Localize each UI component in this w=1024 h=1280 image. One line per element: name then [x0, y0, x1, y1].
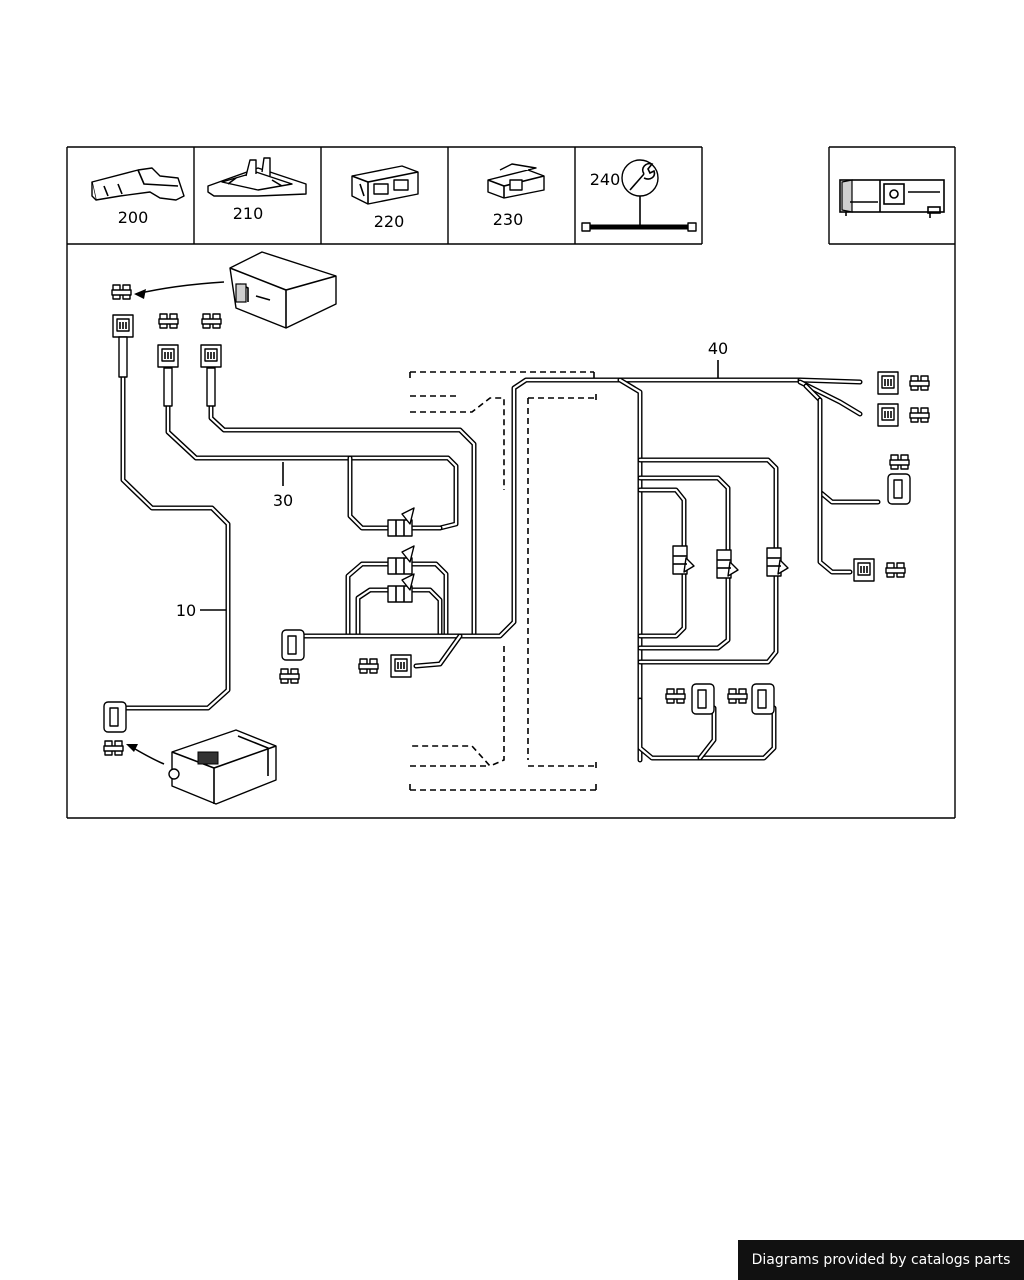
mating-connector-i: [665, 688, 686, 704]
part-200: 200: [91, 167, 185, 227]
inline-connector-30c: [387, 573, 415, 603]
connector-elbow-j: [751, 683, 775, 715]
inline-connector-40a: [672, 545, 695, 575]
wire-sleeve-b: [163, 367, 173, 407]
connector-elbow-30: [281, 629, 305, 661]
wrench-icon: [621, 159, 659, 197]
callout-40: 40: [708, 339, 728, 358]
callout-10: 10: [176, 601, 196, 620]
mounting-frame-icon: [207, 157, 307, 197]
harness-30: [165, 369, 803, 669]
connector-elbow-i: [691, 683, 715, 715]
inline-connector-30b: [387, 545, 415, 575]
parts-header: [67, 146, 955, 245]
callout-30: 30: [273, 491, 293, 510]
wire-sleeve-c: [206, 367, 216, 407]
mating-connector-30: [279, 668, 300, 684]
main-frame: [66, 147, 956, 819]
mating-connector-g: [889, 454, 910, 470]
arrow-head-top: [134, 289, 146, 299]
connector-plug-c: [200, 344, 222, 368]
part-number-230: 230: [493, 210, 524, 229]
inline-connector-30a: [387, 507, 415, 537]
inline-connector-40b: [716, 549, 739, 579]
connector-plug-b: [157, 344, 179, 368]
mating-connector-b: [158, 313, 179, 329]
control-unit: [229, 251, 337, 329]
arrow-head-bottom: [126, 744, 138, 752]
mating-connector-e: [909, 375, 930, 391]
bracket-cover-icon: [91, 167, 185, 201]
mating-connector-10: [103, 740, 124, 756]
harness-10: [117, 337, 231, 719]
mating-connector-j: [727, 688, 748, 704]
part-number-200: 200: [118, 208, 149, 227]
credit-banner: Diagrams provided by catalogs parts: [738, 1240, 1024, 1280]
part-number-240: 240: [590, 170, 621, 189]
mating-connector-c: [201, 313, 222, 329]
mating-connector-d: [358, 658, 379, 674]
connector-housing-icon: [351, 165, 419, 205]
connector-plug-d: [390, 654, 412, 678]
inline-connector-40c: [766, 547, 789, 577]
connector-elbow-10: [103, 701, 127, 733]
alternative-routing-dashed: [409, 371, 597, 792]
connector-plug-h: [853, 558, 875, 582]
switch-module: [168, 729, 277, 805]
mating-connector-a: [111, 284, 132, 300]
part-210: 210: [207, 157, 307, 223]
connector-plug-f: [877, 403, 899, 427]
part-number-210: 210: [233, 204, 264, 223]
part-240: 240: [581, 159, 697, 232]
part-230: 230: [487, 163, 545, 229]
assembly-arrow-top: [135, 281, 225, 295]
part-220: 220: [351, 165, 419, 231]
mating-connector-h: [885, 562, 906, 578]
harness-40: [617, 377, 881, 763]
part-number-220: 220: [374, 212, 405, 231]
mating-connector-f: [909, 407, 930, 423]
connector-plug-a: [112, 314, 134, 338]
connector-elbow-g: [887, 473, 911, 505]
vehicle-overview-thumbnail: [839, 179, 945, 218]
small-connector-icon: [487, 163, 545, 199]
wire-sleeve-a: [118, 336, 128, 378]
connector-plug-e: [877, 371, 899, 395]
